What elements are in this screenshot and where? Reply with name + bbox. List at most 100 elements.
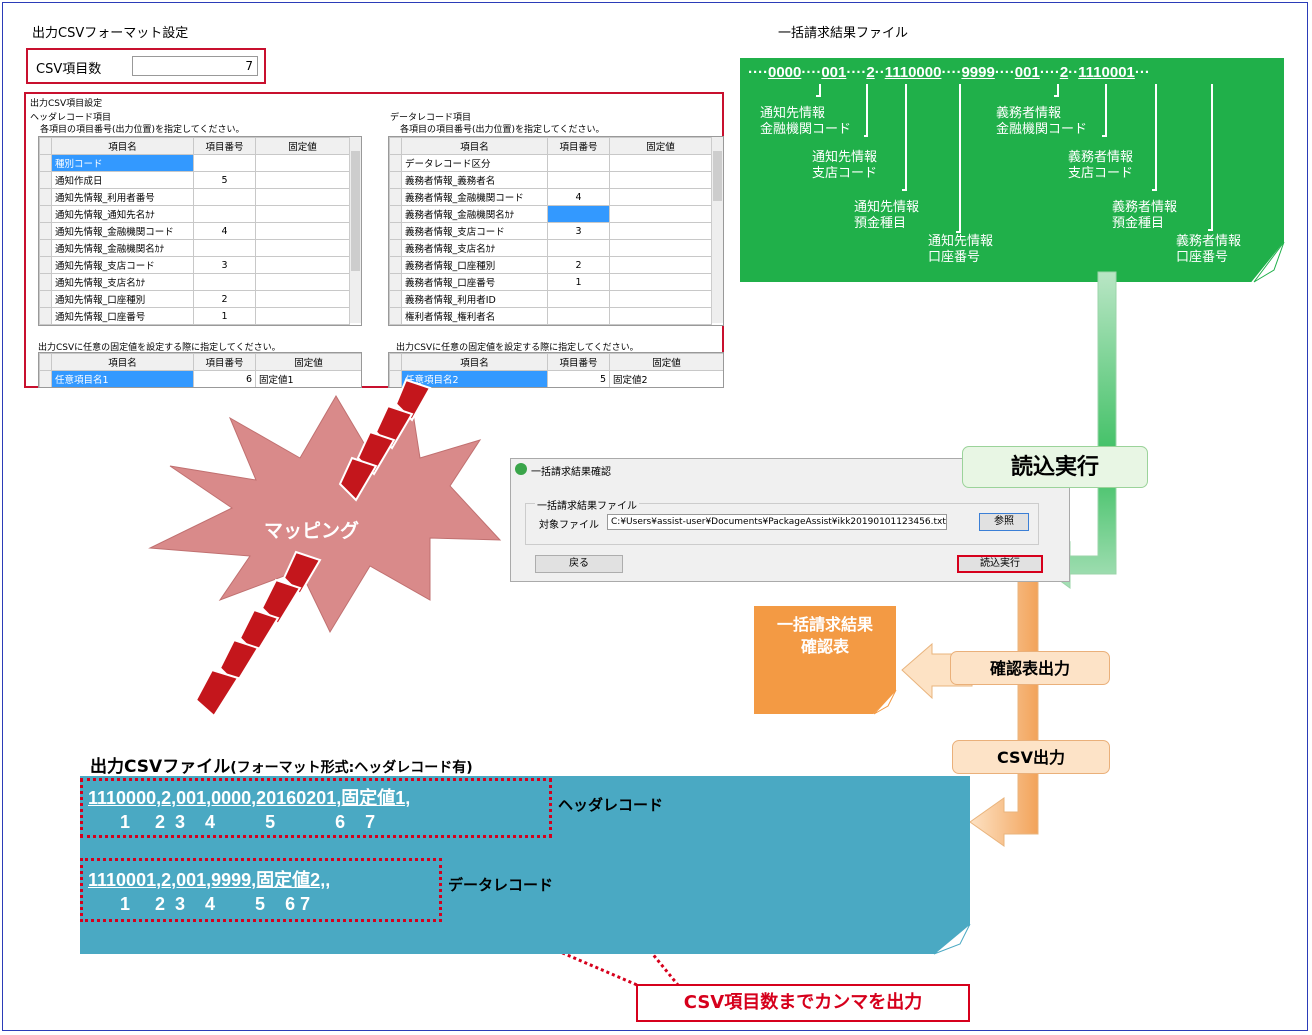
cell-name[interactable]: 義務者情報_金融機関コード <box>401 188 548 206</box>
cell-name[interactable]: 権利者情報_権利者名 <box>401 307 548 325</box>
cell-fixed[interactable] <box>255 222 350 240</box>
cell-name[interactable]: 種別コード <box>51 154 194 172</box>
data-items-grid[interactable]: 項目名 項目番号 固定値 データレコード区分 義務者情報_義務者名 義務者情報_… <box>388 136 724 326</box>
cell-fixed[interactable] <box>609 222 712 240</box>
csv-count-input[interactable]: 7 <box>132 56 258 76</box>
cell-name[interactable]: 通知先情報_通知先名ｶﾅ <box>51 205 194 223</box>
cell-fixed[interactable] <box>609 188 712 206</box>
cell-name[interactable]: 義務者情報_口座種別 <box>401 256 548 274</box>
cell-fixed[interactable] <box>255 273 350 291</box>
cell-name[interactable]: 通知先情報_金融機関名ｶﾅ <box>51 239 194 257</box>
cell-num[interactable]: 3 <box>547 222 610 240</box>
table-row[interactable]: 義務者情報_義務者名 <box>389 171 712 189</box>
cell-fixed[interactable] <box>255 205 350 223</box>
cell-name[interactable]: 通知作成日 <box>51 171 194 189</box>
cell-name[interactable]: 義務者情報_支店コード <box>401 222 548 240</box>
run-read-button[interactable]: 読込実行 <box>957 555 1043 573</box>
cell-name[interactable]: 義務者情報_義務者名 <box>401 171 548 189</box>
cell-fixed[interactable] <box>609 256 712 274</box>
cell-fixed[interactable] <box>609 205 712 223</box>
cell-num[interactable]: 2 <box>547 256 610 274</box>
cell-num[interactable] <box>547 154 610 172</box>
cell-fixed[interactable] <box>609 307 712 325</box>
cell-fixed[interactable] <box>609 154 712 172</box>
cell-name[interactable]: 通知先情報_支店コード <box>51 256 194 274</box>
browse-button[interactable]: 参照 <box>979 513 1029 531</box>
table-row[interactable]: 通知先情報_金融機関名ｶﾅ <box>39 239 350 257</box>
cell-name[interactable]: 義務者情報_口座番号 <box>401 273 548 291</box>
cell-num[interactable]: 3 <box>193 256 256 274</box>
table-row[interactable]: 義務者情報_利用者ID <box>389 290 712 308</box>
table-row[interactable]: データレコード区分 <box>389 154 712 172</box>
cell-fixed[interactable] <box>255 239 350 257</box>
cell-num[interactable] <box>193 154 256 172</box>
target-file-input[interactable]: C:¥Users¥assist-user¥Documents¥PackageAs… <box>607 514 947 530</box>
cell-name[interactable]: 任意項目名1 <box>51 370 194 387</box>
cell-num[interactable] <box>193 188 256 206</box>
data-grid-scrollbar[interactable] <box>711 137 723 323</box>
cell-fixed[interactable] <box>255 290 350 308</box>
cell-fixed[interactable]: 固定値1 <box>255 370 361 387</box>
cell-num[interactable]: 2 <box>193 290 256 308</box>
table-row[interactable]: 義務者情報_支店名ｶﾅ <box>389 239 712 257</box>
table-row[interactable]: 通知先情報_利用者番号 <box>39 188 350 206</box>
cell-fixed[interactable] <box>255 154 350 172</box>
table-row[interactable]: 通知先情報_通知先名ｶﾅ <box>39 205 350 223</box>
cell-fixed[interactable] <box>609 273 712 291</box>
cell-num[interactable] <box>193 205 256 223</box>
cell-name[interactable]: 通知先情報_支店名ｶﾅ <box>51 273 194 291</box>
table-row[interactable]: 義務者情報_金融機関名ｶﾅ <box>389 205 712 223</box>
cell-name[interactable]: 任意項目名2 <box>401 370 548 387</box>
cell-num[interactable]: 6 <box>193 370 256 387</box>
header-grid-scrollbar[interactable] <box>349 137 361 323</box>
cell-name[interactable]: 義務者情報_金融機関名ｶﾅ <box>401 205 548 223</box>
cell-fixed[interactable] <box>609 290 712 308</box>
cell-num[interactable] <box>547 205 610 223</box>
back-button[interactable]: 戻る <box>535 555 623 573</box>
cell-fixed[interactable] <box>255 171 350 189</box>
cell-num[interactable] <box>193 273 256 291</box>
cell-name[interactable]: 通知先情報_金融機関コード <box>51 222 194 240</box>
cell-num[interactable] <box>547 239 610 257</box>
cell-num[interactable]: 4 <box>547 188 610 206</box>
cell-num[interactable] <box>547 307 610 325</box>
cell-fixed[interactable] <box>255 188 350 206</box>
cell-name[interactable]: 通知先情報_口座種別 <box>51 290 194 308</box>
cell-num[interactable]: 5 <box>547 370 610 387</box>
table-row[interactable]: 種別コード <box>39 154 350 172</box>
cell-fixed[interactable]: 固定値2 <box>609 370 723 387</box>
cell-name[interactable]: 通知先情報_口座番号 <box>51 307 194 325</box>
table-row[interactable]: 権利者情報_権利者名 <box>389 307 712 325</box>
cell-num[interactable]: 1 <box>193 307 256 325</box>
cell-name[interactable]: 義務者情報_支店名ｶﾅ <box>401 239 548 257</box>
cell-fixed[interactable] <box>609 239 712 257</box>
cell-num[interactable]: 5 <box>193 171 256 189</box>
cell-num[interactable] <box>193 239 256 257</box>
cell-name[interactable]: 義務者情報_利用者ID <box>401 290 548 308</box>
table-row[interactable]: 通知先情報_支店名ｶﾅ <box>39 273 350 291</box>
cell-fixed[interactable] <box>255 256 350 274</box>
cell-name[interactable]: 通知先情報_利用者番号 <box>51 188 194 206</box>
cell-name[interactable]: データレコード区分 <box>401 154 548 172</box>
data-section-label: データレコード項目 <box>390 113 472 123</box>
cell-num[interactable] <box>547 171 610 189</box>
cell-num[interactable] <box>547 290 610 308</box>
cell-num[interactable]: 1 <box>547 273 610 291</box>
cell-fixed[interactable] <box>609 171 712 189</box>
cell-num[interactable]: 4 <box>193 222 256 240</box>
cell-fixed[interactable] <box>255 307 350 325</box>
